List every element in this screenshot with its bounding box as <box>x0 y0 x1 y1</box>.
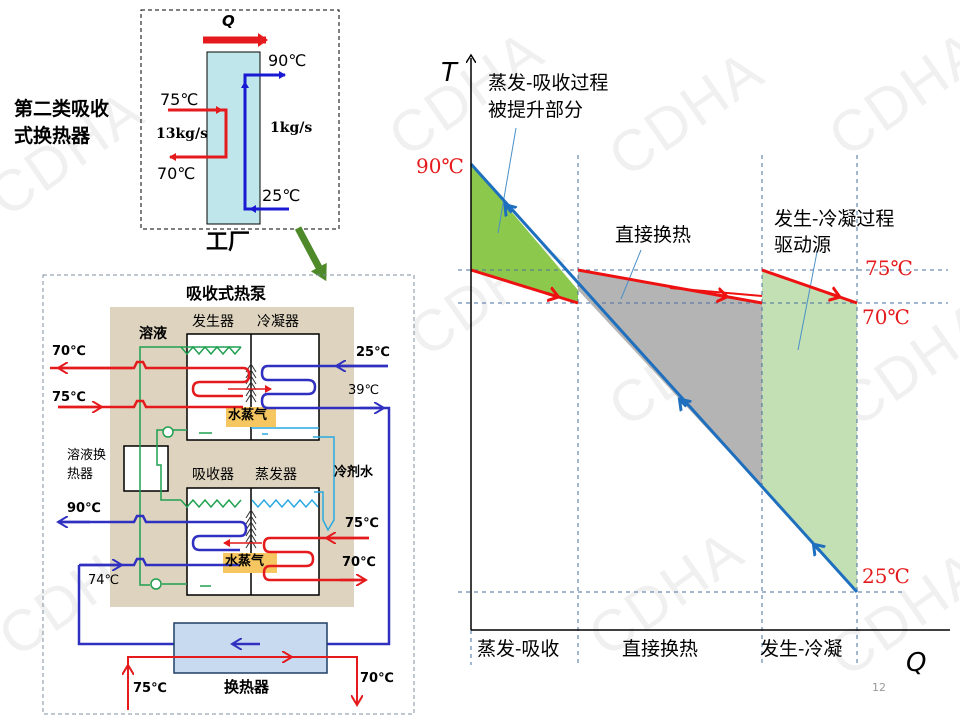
solution-pump-top <box>162 426 174 438</box>
generator-spray <box>180 345 242 356</box>
vapor-label-top: 水蒸气 <box>228 408 268 423</box>
condenser-label: 冷凝器 <box>257 314 299 330</box>
region-lifted <box>471 164 578 303</box>
evaporator-spray <box>251 498 319 509</box>
annotation-leader-lifted <box>497 127 517 234</box>
evap-out-temp: 70℃ <box>342 555 376 570</box>
annotation-driving-line2: 驱动源 <box>774 234 832 256</box>
hot-out-temp: 70℃ <box>157 164 196 183</box>
heat-label: Q <box>222 12 235 30</box>
cond-out-temp: 39℃ <box>348 383 380 398</box>
page-number: 12 <box>872 681 886 694</box>
abs-in-temp: 74℃ <box>88 573 120 588</box>
hot-flow: 13kg/s <box>156 126 208 142</box>
cold-in-temp: 25℃ <box>262 186 301 205</box>
tq-chart <box>458 58 950 665</box>
hot-stream-connector <box>669 287 763 297</box>
solution-hx-label-line1: 溶液换 <box>67 448 107 463</box>
vapor-label-bottom: 水蒸气 <box>225 554 265 569</box>
absorber-coil <box>58 514 248 567</box>
vapor-highlight-top <box>226 407 276 427</box>
diagram-title-line1: 第二类吸收 <box>14 98 110 120</box>
solution-label: 溶液 <box>139 326 167 342</box>
external-heat-exchanger <box>173 622 328 674</box>
y-axis-label: T <box>441 58 457 88</box>
generator-label: 发生器 <box>192 314 234 330</box>
y-tick-label-25: 25℃ <box>862 564 910 588</box>
hot-stream-arrow-2 <box>826 293 838 297</box>
absorber-evaporator-box <box>186 487 320 596</box>
vapor-chevrons-bottom <box>245 509 257 549</box>
cold-stream-arrow-2 <box>506 206 511 212</box>
annotation-lifted-line1: 蒸发-吸收过程 <box>488 72 609 94</box>
plant-label: 工厂 <box>206 230 251 255</box>
annotation-driving-line1: 发生-冷凝过程 <box>774 208 895 230</box>
cold-out-temp: 90℃ <box>268 51 307 70</box>
evaporator-label: 蒸发器 <box>255 467 297 483</box>
solution-pump-bottom <box>150 578 162 590</box>
heat-pump-title: 吸收式热泵 <box>186 284 267 303</box>
x-region-label-1: 直接换热 <box>622 638 699 660</box>
x-axis-label: Q <box>906 648 927 678</box>
gen-out-temp: 70℃ <box>52 344 86 359</box>
annotation-direct: 直接换热 <box>615 224 692 246</box>
hx-in-temp: 75℃ <box>133 681 167 696</box>
plant-frame <box>140 9 340 230</box>
heat-exchanger-body <box>206 51 261 225</box>
cold-stream-arrow-0 <box>815 546 820 552</box>
refrigerant-water-label: 冷剂水 <box>334 465 374 480</box>
gen-in-temp: 75℃ <box>52 390 86 405</box>
cond-in-temp: 25℃ <box>356 345 390 360</box>
absorber-spray <box>180 498 242 509</box>
y-tick-label-90: 90℃ <box>416 154 464 178</box>
refrigerant-lines <box>251 427 335 532</box>
annotation-leader-driving <box>797 251 818 351</box>
evap-in-temp: 75℃ <box>345 516 379 531</box>
y-tick-label-70: 70℃ <box>862 305 910 329</box>
annotation-leader-direct <box>620 249 642 300</box>
cold-stream-arrow-1 <box>681 401 686 407</box>
x-region-label-0: 蒸发-吸收 <box>477 638 560 660</box>
solution-lines <box>139 346 241 587</box>
cold-flow: 1kg/s <box>270 120 313 136</box>
hot-stream-arrow-0 <box>545 293 557 296</box>
annotation-lifted-line2: 被提升部分 <box>488 99 584 121</box>
y-tick-label-75: 75℃ <box>865 256 913 280</box>
region-direct-exchange <box>578 270 762 488</box>
hot-in-temp: 75℃ <box>160 90 199 109</box>
pointer-arrow <box>294 226 327 282</box>
heat-pump-frame <box>42 274 415 715</box>
diagram-title-line2: 式换热器 <box>14 125 91 147</box>
hot-stream-arrow-1 <box>714 294 725 296</box>
hx-out-temp: 70℃ <box>360 671 394 686</box>
cold-stream-line <box>469 162 859 594</box>
hot-stream-segment-1 <box>577 268 763 305</box>
x-region-label-2: 发生-冷凝 <box>760 638 843 660</box>
absorber-label: 吸收器 <box>192 467 234 483</box>
solution-hx-label-line2: 热器 <box>67 467 94 482</box>
region-driving-source <box>762 270 857 592</box>
hx-label: 换热器 <box>224 678 270 696</box>
vapor-highlight-bottom <box>223 553 277 573</box>
abs-out-temp: 90℃ <box>67 501 101 516</box>
